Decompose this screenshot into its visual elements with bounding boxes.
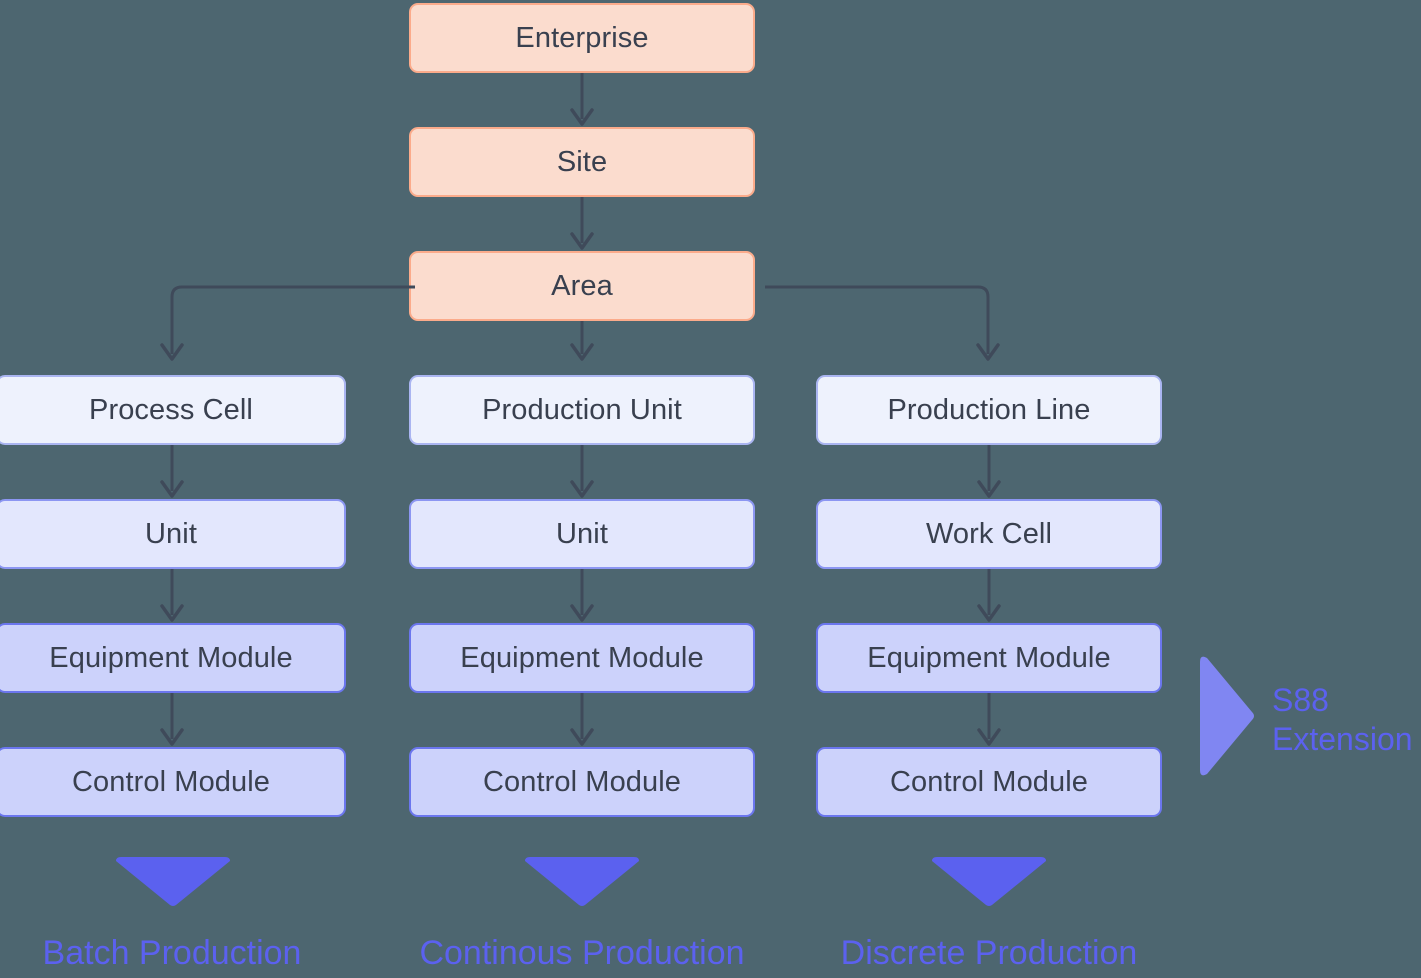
node-continuous-equipment-module-label: Equipment Module [460,641,704,674]
node-area-label: Area [551,269,613,302]
node-discrete-work-cell[interactable]: Work Cell [816,499,1162,569]
s88-extension-label: S88 Extension [1272,681,1413,759]
node-enterprise[interactable]: Enterprise [409,3,755,73]
node-discrete-production-line[interactable]: Production Line [816,375,1162,445]
arrow-continuous-unit-to-equipment [570,569,594,622]
node-discrete-control-module[interactable]: Control Module [816,747,1162,817]
node-discrete-control-module-label: Control Module [889,765,1089,798]
node-site[interactable]: Site [409,127,755,197]
caption-continuous-production: Continous Production [389,936,775,970]
caption-batch-production-text: Batch Production [42,934,302,972]
arrow-discrete-productionline-to-workcell [977,445,1001,498]
node-continuous-control-module-label: Control Module [482,765,682,798]
node-continuous-unit-label: Unit [556,517,608,550]
node-continuous-production-unit-label: Production Unit [482,393,682,426]
node-batch-unit-label: Unit [145,517,197,550]
caption-discrete-production-text: Discrete Production [840,934,1138,972]
node-continuous-unit[interactable]: Unit [409,499,755,569]
node-batch-unit[interactable]: Unit [0,499,346,569]
outcome-triangle-batch [116,857,230,906]
outcome-triangle-discrete [932,857,1046,906]
caption-discrete-production: Discrete Production [796,936,1182,970]
node-batch-equipment-module-label: Equipment Module [49,641,293,674]
node-batch-control-module[interactable]: Control Module [0,747,346,817]
node-batch-process-cell[interactable]: Process Cell [0,375,346,445]
caption-batch-production: Batch Production [0,936,365,970]
node-enterprise-label: Enterprise [515,21,649,54]
node-area[interactable]: Area [409,251,755,321]
node-batch-process-cell-label: Process Cell [89,393,253,426]
arrow-batch-equipment-to-control [160,693,184,746]
arrow-site-to-area [570,197,594,250]
node-batch-equipment-module[interactable]: Equipment Module [0,623,346,693]
arrow-continuous-equipment-to-control [570,693,594,746]
node-continuous-equipment-module[interactable]: Equipment Module [409,623,755,693]
caption-continuous-production-text: Continous Production [419,934,745,972]
arrow-batch-unit-to-equipment [160,569,184,622]
node-batch-control-module-label: Control Module [71,765,271,798]
node-site-label: Site [556,145,608,178]
node-continuous-control-module[interactable]: Control Module [409,747,755,817]
node-continuous-production-unit[interactable]: Production Unit [409,375,755,445]
node-discrete-work-cell-label: Work Cell [925,517,1053,550]
node-discrete-production-line-label: Production Line [887,393,1091,426]
arrow-enterprise-to-site [570,73,594,126]
arrow-batch-processcell-to-unit [160,445,184,498]
arrow-discrete-workcell-to-equipment [977,569,1001,622]
node-discrete-equipment-module-label: Equipment Module [867,641,1111,674]
arrow-discrete-equipment-to-control [977,693,1001,746]
s88-extension-line1: S88 [1272,682,1329,718]
outcome-triangle-continuous [525,857,639,906]
arrow-continuous-productionunit-to-unit [570,445,594,498]
node-discrete-equipment-module[interactable]: Equipment Module [816,623,1162,693]
s88-extension-arrow-icon [1200,656,1254,776]
s88-extension-line2: Extension [1272,721,1413,758]
